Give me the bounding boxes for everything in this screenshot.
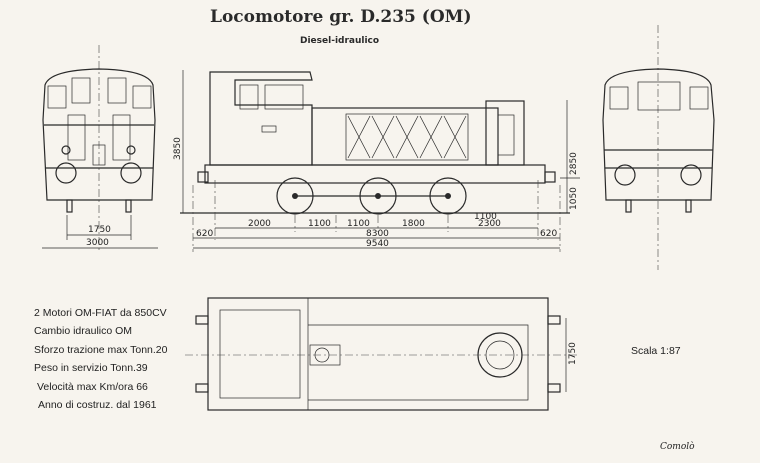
dim-overhang-right: 620 xyxy=(540,229,557,239)
dim-segment-4: 1800 xyxy=(402,219,425,229)
signature: Comolò xyxy=(660,441,695,452)
dim-segment-5: 2300 xyxy=(478,219,501,229)
dim-segment-3: 1100 xyxy=(347,219,370,229)
dim-front-width: 3000 xyxy=(86,238,109,248)
scale-label: Scala 1:87 xyxy=(631,345,681,357)
subtitle: Diesel-idraulico xyxy=(300,36,379,46)
title: Locomotore gr. D.235 (OM) xyxy=(210,7,471,27)
specs-list: 2 Motori OM-FIAT da 850CV Cambio idrauli… xyxy=(34,307,168,411)
dim-segment-1: 2000 xyxy=(248,219,271,229)
dim-length: 9540 xyxy=(366,239,389,249)
dim-wheel: 1100 xyxy=(474,212,497,222)
spec-weight: Peso in servizio Tonn.39 xyxy=(34,362,148,374)
spec-speed: Velocità max Km/ora 66 xyxy=(37,381,148,393)
dim-buffer-height: 1050 xyxy=(569,187,579,210)
dim-height: 3850 xyxy=(173,137,183,160)
spec-gearbox: Cambio idraulico OM xyxy=(34,325,132,337)
dim-overhang-left: 620 xyxy=(196,229,213,239)
top-view: 1750 xyxy=(185,297,580,411)
spec-year: Anno di costruz. dal 1961 xyxy=(38,399,157,411)
dim-wheelbase: 8300 xyxy=(366,229,389,239)
dim-top-width: 1750 xyxy=(568,342,578,365)
dim-hood-height: 2850 xyxy=(569,152,579,175)
rear-view xyxy=(602,25,715,270)
spec-traction: Sforzo trazione max Tonn.20 xyxy=(34,344,168,356)
dim-segment-2: 1100 xyxy=(308,219,331,229)
spec-engines: 2 Motori OM-FIAT da 850CV xyxy=(34,307,167,319)
front-view: 1750 3000 xyxy=(42,45,158,250)
dim-track-gauge: 1750 xyxy=(88,225,111,235)
side-view: 3850 2850 1050 2000 1100 1100 1800 2300 … xyxy=(173,70,580,252)
